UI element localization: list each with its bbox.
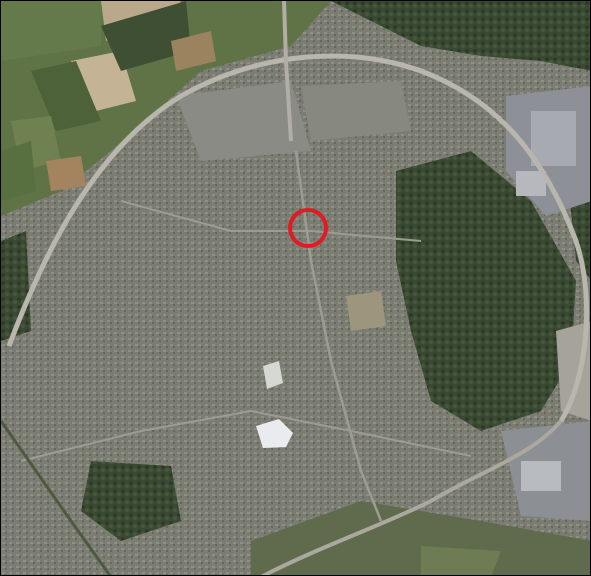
forest <box>1 1 590 541</box>
river-valley <box>251 501 590 575</box>
road <box>120 200 422 242</box>
road <box>20 409 472 462</box>
highway <box>282 1 293 142</box>
ring-road <box>6 53 590 423</box>
highlight-circle[interactable] <box>288 208 328 248</box>
road <box>1 420 112 575</box>
white-roof <box>256 419 293 448</box>
farmland <box>1 1 331 216</box>
white-roof <box>263 361 283 389</box>
industrial-zone <box>176 81 590 521</box>
highway <box>260 419 563 575</box>
road <box>294 150 383 522</box>
sports-field <box>346 291 386 331</box>
